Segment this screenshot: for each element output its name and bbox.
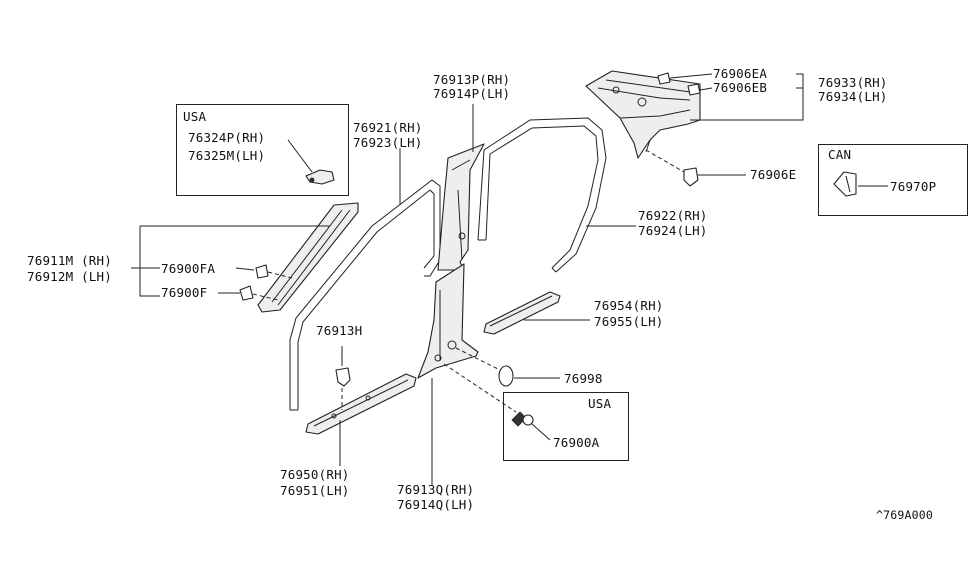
- label-76970P: 76970P: [890, 179, 937, 194]
- usa-bracket: [305, 169, 335, 185]
- rear-kicking-plate: [483, 291, 561, 335]
- label-76906EB: 76906EB: [713, 80, 768, 95]
- label-76954: 76954(RH): [594, 298, 664, 313]
- plug-76998: [498, 365, 514, 387]
- label-can-region: CAN: [828, 147, 852, 162]
- clip-76900FA: [255, 264, 269, 279]
- label-76922: 76922(RH): [638, 208, 708, 223]
- center-pillar-upper: [437, 143, 485, 271]
- label-76325M: 76325M(LH): [188, 148, 266, 163]
- label-76955: 76955(LH): [594, 314, 664, 329]
- rear-weatherstrip: [477, 117, 607, 273]
- rear-pillar-bracket: [585, 70, 701, 159]
- label-76900FA: 76900FA: [161, 261, 216, 276]
- label-usa-bottom-region: USA: [588, 396, 612, 411]
- front-pillar-finisher: [257, 202, 359, 313]
- label-76924: 76924(LH): [638, 223, 708, 238]
- label-76934: 76934(LH): [818, 89, 888, 104]
- label-76933: 76933(RH): [818, 75, 888, 90]
- label-76913H: 76913H: [316, 323, 363, 338]
- label-76324P: 76324P(RH): [188, 130, 266, 145]
- clip-76906E: [683, 167, 699, 187]
- clip-76900F: [239, 285, 254, 301]
- label-76913Q: 76913Q(RH): [397, 482, 475, 497]
- can-bracket: [833, 171, 857, 197]
- label-76900A: 76900A: [553, 435, 600, 450]
- clip-76913H: [335, 367, 351, 387]
- front-kicking-plate: [305, 373, 417, 435]
- label-76911M: 76911M (RH): [27, 253, 112, 268]
- center-pillar-lower: [417, 263, 479, 379]
- label-76906E: 76906E: [750, 167, 797, 182]
- label-76951: 76951(LH): [280, 483, 350, 498]
- label-76921: 76921(RH): [353, 120, 423, 135]
- clip-76906EA: [657, 72, 671, 85]
- label-76906EA: 76906EA: [713, 66, 768, 81]
- label-76923: 76923(LH): [353, 135, 423, 150]
- label-76950: 76950(RH): [280, 467, 350, 482]
- front-weatherstrip: [289, 179, 441, 411]
- reference-code: ^769A000: [876, 508, 933, 522]
- clip-76906EB: [687, 83, 701, 96]
- label-76998: 76998: [564, 371, 603, 386]
- label-76913P: 76913P(RH): [433, 72, 511, 87]
- label-usa-top-region: USA: [183, 109, 207, 124]
- can-box: [818, 144, 968, 216]
- label-76912M: 76912M (LH): [27, 269, 112, 284]
- label-76900F: 76900F: [161, 285, 208, 300]
- screw-76900A: [511, 411, 534, 427]
- usa-box-top: [176, 104, 349, 196]
- label-76914P: 76914P(LH): [433, 86, 511, 101]
- usa-box-bottom: [503, 392, 629, 461]
- label-76914Q: 76914Q(LH): [397, 497, 475, 512]
